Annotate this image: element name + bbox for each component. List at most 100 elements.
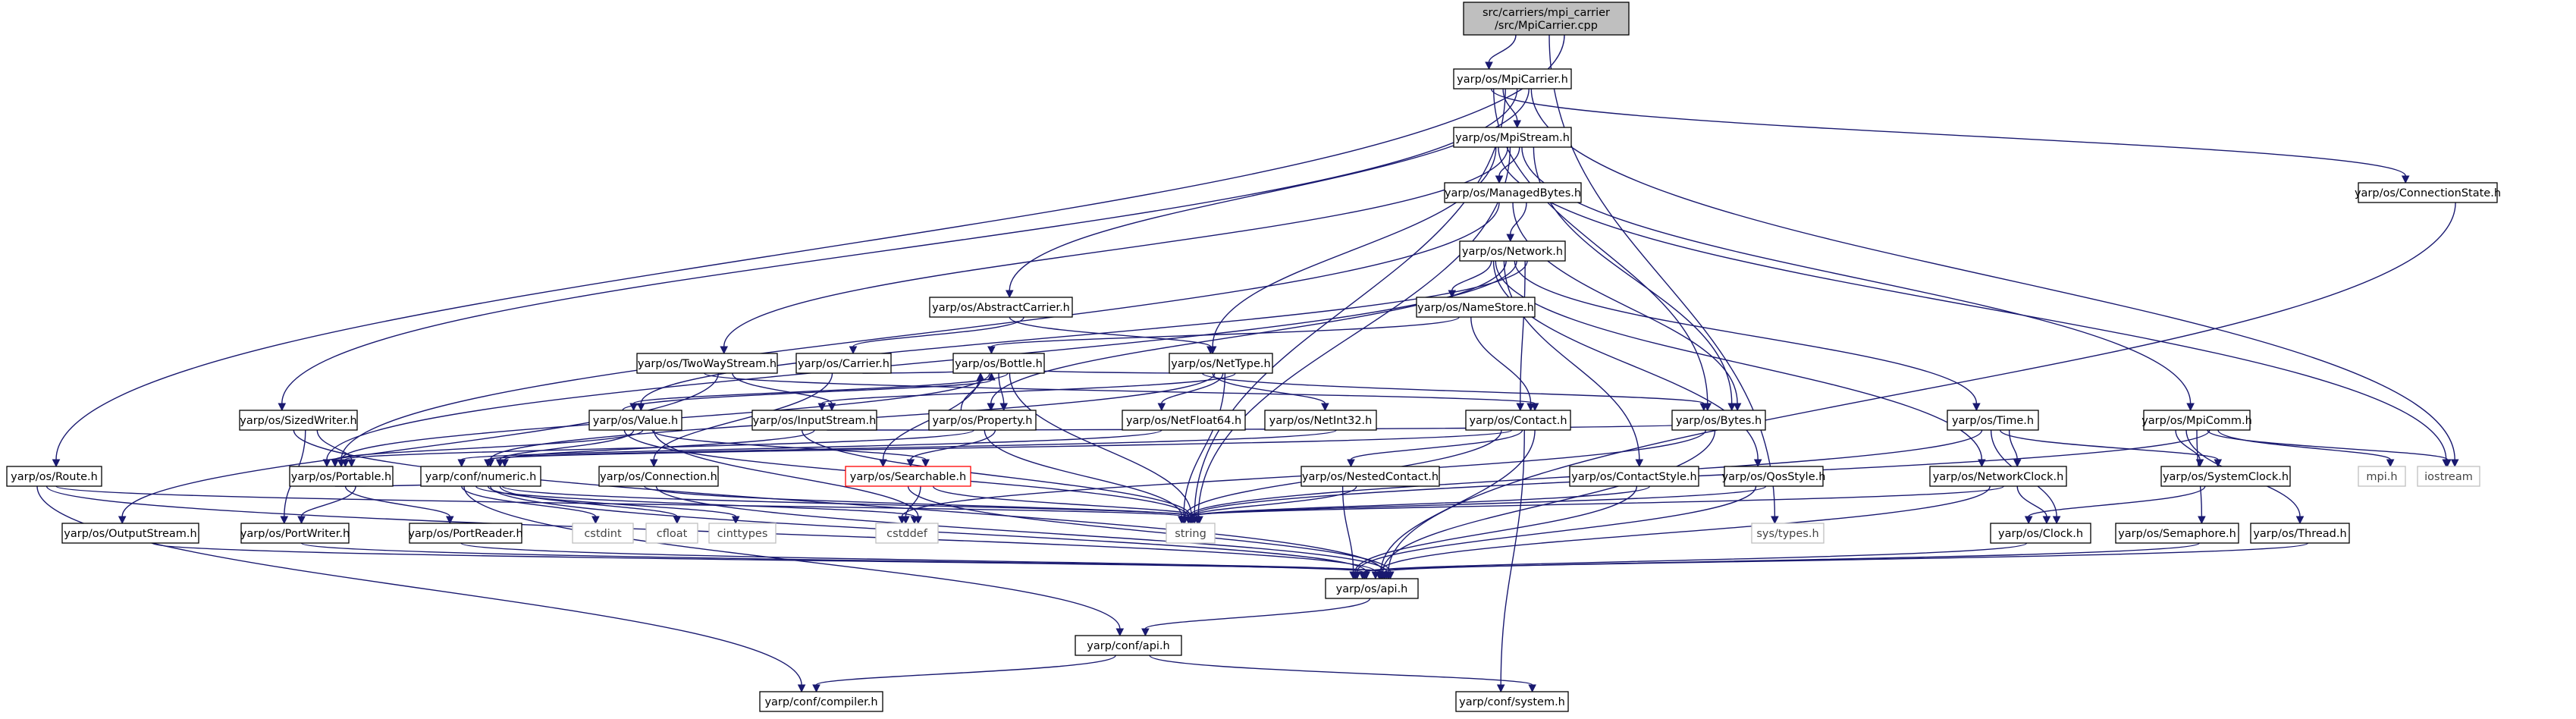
edge-line [1512, 202, 1738, 404]
edge-line [1212, 146, 1497, 347]
arrow-head-icon [280, 516, 289, 525]
node-namestore[interactable]: yarp/os/NameStore.h [1416, 297, 1536, 318]
arrow-head-icon [2386, 459, 2395, 468]
node-nestedcontact[interactable]: yarp/os/NestedContact.h [1301, 466, 1440, 487]
node-portwriter[interactable]: yarp/os/PortWriter.h [240, 523, 350, 544]
node-cstddef[interactable]: cstddef [875, 523, 939, 544]
edge-line [487, 485, 736, 517]
node-thread[interactable]: yarp/os/Thread.h [2250, 523, 2350, 544]
edge-thread-to-osapi [1362, 542, 2309, 580]
edge-numeric-to-cstddef [475, 485, 919, 525]
node-cfloat[interactable]: cfloat [645, 523, 698, 544]
arrow-head-icon [1972, 403, 1981, 412]
node-netint32[interactable]: yarp/os/NetInt32.h [1264, 410, 1377, 431]
node-iostream[interactable]: iostream [2417, 466, 2480, 487]
node-systemclock[interactable]: yarp/os/SystemClock.h [2160, 466, 2291, 487]
node-abstractcarrier[interactable]: yarp/os/AbstractCarrier.h [929, 297, 1073, 318]
edge-line [1530, 88, 2455, 460]
node-value[interactable]: yarp/os/Value.h [588, 410, 682, 431]
edge-line [723, 146, 1508, 347]
node-box [1264, 410, 1377, 431]
node-portreader[interactable]: yarp/os/PortReader.h [408, 523, 523, 544]
node-cinttypes[interactable]: cinttypes [708, 523, 777, 544]
edge-line [1144, 598, 1371, 630]
node-inputstream[interactable]: yarp/os/InputStream.h [751, 410, 877, 431]
node-time[interactable]: yarp/os/Time.h [1947, 410, 2039, 431]
node-sizedwriter[interactable]: yarp/os/SizedWriter.h [239, 410, 358, 431]
node-label: yarp/os/SizedWriter.h [240, 415, 357, 427]
node-mpicomm[interactable]: yarp/os/MpiComm.h [2141, 410, 2252, 431]
node-box [1455, 691, 1569, 712]
node-contactstyle[interactable]: yarp/os/ContactStyle.h [1569, 466, 1699, 487]
edge-portable-to-portreader [344, 485, 454, 525]
edge-network-to-qosstyle [1492, 260, 1762, 468]
node-numeric[interactable]: yarp/conf/numeric.h [420, 466, 541, 487]
node-confapi[interactable]: yarp/conf/api.h [1075, 635, 1182, 656]
node-label: yarp/os/Bytes.h [1676, 415, 1762, 427]
edge-networkclock-to-string [1179, 485, 2004, 525]
edge-value-to-bottle [622, 372, 996, 411]
node-bytes[interactable]: yarp/os/Bytes.h [1671, 410, 1766, 431]
node-outputstream[interactable]: yarp/os/OutputStream.h [61, 523, 199, 544]
node-label: yarp/os/Time.h [1952, 415, 2034, 427]
node-clock[interactable]: yarp/os/Clock.h [1990, 523, 2091, 544]
edge-line [1356, 485, 1757, 573]
node-connection[interactable]: yarp/os/Connection.h [598, 466, 719, 487]
node-osapi[interactable]: yarp/os/api.h [1325, 578, 1419, 599]
node-label: yarp/conf/compiler.h [764, 696, 877, 708]
node-mpicarrier[interactable]: yarp/os/MpiCarrier.h [1453, 68, 1572, 89]
node-carrier[interactable]: yarp/os/Carrier.h [795, 353, 892, 374]
node-box [2358, 182, 2498, 203]
node-label: yarp/os/Portable.h [291, 471, 391, 483]
node-mpistream[interactable]: yarp/os/MpiStream.h [1453, 127, 1572, 148]
node-cstdint[interactable]: cstdint [572, 523, 634, 544]
arrow-head-icon [1362, 571, 1370, 580]
node-property[interactable]: yarp/os/Property.h [928, 410, 1037, 431]
node-label: yarp/os/Property.h [933, 415, 1033, 427]
edge-line [461, 485, 597, 517]
arrow-head-icon [906, 459, 915, 468]
node-portable[interactable]: yarp/os/Portable.h [289, 466, 394, 487]
node-nettype[interactable]: yarp/os/NetType.h [1169, 353, 1273, 374]
edge-line [1191, 429, 2210, 517]
node-system[interactable]: yarp/conf/system.h [1455, 691, 1569, 712]
node-label: yarp/os/MpiComm.h [2141, 415, 2252, 427]
node-twowaystream[interactable]: yarp/os/TwoWayStream.h [636, 353, 778, 374]
node-semaphore[interactable]: yarp/os/Semaphore.h [2115, 523, 2239, 544]
edge-nettype-to-bytes [1201, 372, 1708, 412]
node-bottle[interactable]: yarp/os/Bottle.h [952, 353, 1045, 374]
node-managedbytes[interactable]: yarp/os/ManagedBytes.h [1444, 182, 1582, 203]
node-label: iostream [2424, 471, 2473, 483]
node-systypes[interactable]: sys/types.h [1751, 523, 1825, 544]
arrow-head-icon [2186, 403, 2195, 412]
node-contact[interactable]: yarp/os/Contact.h [1465, 410, 1571, 431]
edge-line [1510, 202, 1527, 235]
node-compiler[interactable]: yarp/conf/compiler.h [759, 691, 883, 712]
edge-network-to-portable [322, 260, 1517, 468]
node-netfloat64[interactable]: yarp/os/NetFloat64.h [1122, 410, 1246, 431]
arrow-head-icon [1506, 234, 1515, 243]
edge-mpistream-to-mpicomm [1521, 146, 2195, 412]
node-qosstyle[interactable]: yarp/os/QosStyle.h [1722, 466, 1826, 487]
node-label: yarp/os/TwoWayStream.h [638, 358, 777, 370]
arrow-head-icon [1353, 571, 1361, 580]
edge-mpicarrier-to-connstate [1490, 88, 2410, 184]
arrow-head-icon [486, 459, 494, 468]
edge-mpistream-to-twowaystream [720, 146, 1508, 355]
edge-line [1388, 202, 2456, 573]
node-network[interactable]: yarp/os/Network.h [1459, 240, 1566, 262]
node-mpih[interactable]: mpi.h [2358, 466, 2406, 487]
node-searchable[interactable]: yarp/os/Searchable.h [845, 466, 971, 487]
node-root[interactable]: src/carriers/mpi_carrier/src/MpiCarrier.… [1463, 2, 1630, 36]
node-connstate[interactable]: yarp/os/ConnectionState.h [2355, 182, 2501, 203]
arrow-head-icon [987, 372, 996, 381]
node-box [708, 523, 777, 544]
node-box [2160, 466, 2291, 487]
node-string[interactable]: string [1166, 523, 1216, 544]
node-box [1453, 68, 1572, 89]
node-networkclock[interactable]: yarp/os/NetworkClock.h [1929, 466, 2067, 487]
node-label: yarp/os/ManagedBytes.h [1445, 187, 1581, 199]
edge-line [2016, 485, 2047, 517]
node-route[interactable]: yarp/os/Route.h [6, 466, 102, 487]
